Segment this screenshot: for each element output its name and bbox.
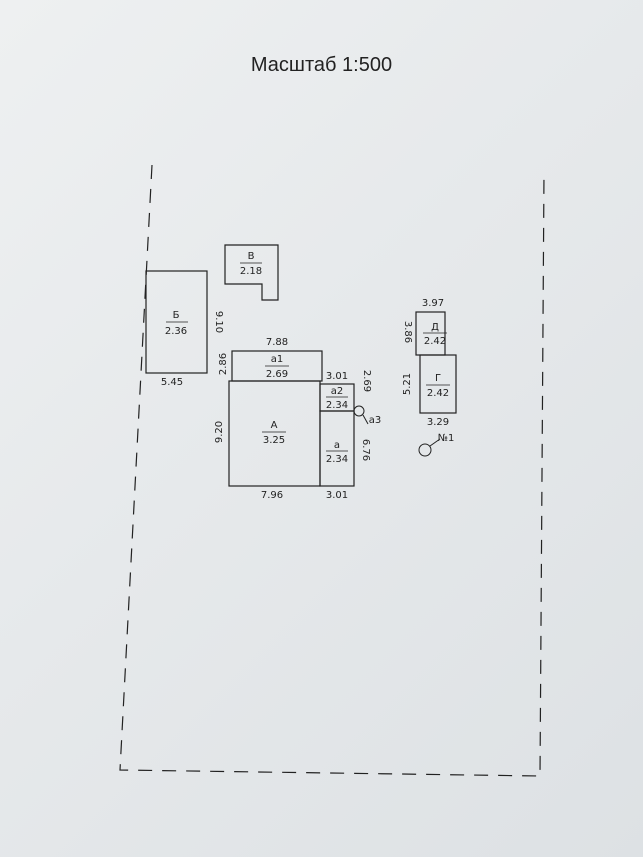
building-g-name: Г <box>435 373 441 384</box>
building-a1-dim-left: 2.86 <box>218 353 229 375</box>
building-a-main <box>228 380 321 487</box>
building-a-name: А <box>271 420 278 431</box>
building-g-value: 2.42 <box>427 388 449 399</box>
building-v <box>224 244 279 301</box>
building-d-name: Д <box>431 322 439 333</box>
building-g-dim-bottom: 3.29 <box>427 417 449 428</box>
building-g <box>419 354 457 414</box>
building-d-dim-top: 3.97 <box>422 298 444 309</box>
building-v-name: В <box>248 251 255 262</box>
building-v-value: 2.18 <box>240 266 262 277</box>
building-b <box>145 270 208 374</box>
scale-title: Масштаб 1:500 <box>250 54 393 76</box>
well-label: №1 <box>438 433 455 444</box>
building-a-value: 3.25 <box>263 435 285 446</box>
building-a2-value: 2.34 <box>326 400 348 411</box>
well-marker <box>418 443 432 457</box>
a3-label: а3 <box>369 415 382 426</box>
building-g-dim-left: 5.21 <box>402 373 413 395</box>
building-d-value: 2.42 <box>424 336 446 347</box>
building-a-dim-bottom: 7.96 <box>261 490 283 501</box>
building-a-dim-left: 9.20 <box>214 421 225 443</box>
building-b-dim-bottom: 5.45 <box>161 377 183 388</box>
building-b-name: Б <box>173 310 180 321</box>
building-a2-dim-right: 2.69 <box>361 370 372 392</box>
building-a-small-dim-right: 6.76 <box>360 439 371 461</box>
building-a-small-value: 2.34 <box>326 454 348 465</box>
building-a2-name: а2 <box>331 386 344 397</box>
building-a-small <box>319 410 355 487</box>
building-a-small-dim-bottom: 3.01 <box>326 490 348 501</box>
building-a2-dim-top: 3.01 <box>326 371 348 382</box>
building-a1-value: 2.69 <box>266 369 288 380</box>
building-b-value: 2.36 <box>165 326 187 337</box>
building-b-dim-left: 9.10 <box>213 311 224 333</box>
building-d-dim-left: 3.86 <box>402 321 413 343</box>
building-a1-name: а1 <box>271 354 284 365</box>
building-a-small-name: а <box>334 440 340 451</box>
plot-boundary <box>119 164 545 777</box>
a3-marker <box>353 405 365 417</box>
building-d <box>415 311 446 356</box>
building-a1-dim-top: 7.88 <box>266 337 288 348</box>
